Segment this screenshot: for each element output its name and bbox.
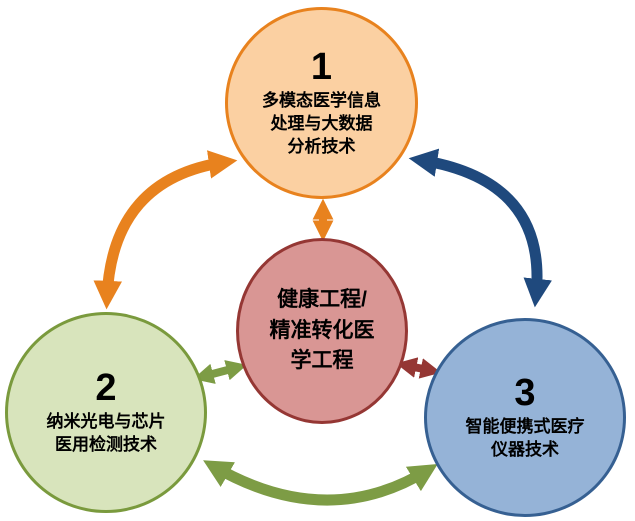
circle-center-label-line2: 精准转化医 (269, 318, 375, 342)
arrow-center-c3 (395, 357, 442, 379)
circle-center-label: 健康工程/ 精准转化医 学工程 (270, 285, 375, 376)
circle-2-label: 纳米光电与芯片 医用检测技术 (47, 411, 166, 457)
arrow-c2-c3 (203, 460, 438, 506)
circle-1-label-line2: 处理与大数据 (270, 114, 373, 134)
circle-2-label-line2: 医用检测技术 (55, 435, 157, 455)
circle-1-number: 1 (310, 45, 333, 88)
circle-center-label-line1: 健康工程/ (277, 288, 367, 312)
circle-2-number: 2 (95, 366, 117, 409)
circle-1-label-line3: 分析技术 (287, 137, 356, 157)
arrow-c1-c3 (408, 148, 552, 308)
circle-1-label: 多模态医学信息 处理与大数据 分析技术 (262, 90, 381, 159)
circle-2: 2 纳米光电与芯片 医用检测技术 (5, 312, 207, 513)
circle-3-label-line1: 智能便携式医疗 (465, 417, 585, 437)
circle-1: 1 多模态医学信息 处理与大数据 分析技术 (225, 7, 418, 199)
arrow-c2-center (192, 360, 248, 384)
circle-1-label-line1: 多模态医学信息 (262, 91, 381, 111)
circle-center-label-line3: 学工程 (290, 349, 354, 373)
circle-3: 3 智能便携式医疗 仪器技术 (424, 318, 626, 517)
circle-2-label-line1: 纳米光电与芯片 (46, 412, 166, 432)
circle-3-label-line2: 仪器技术 (491, 440, 559, 460)
circle-3-label: 智能便携式医疗 仪器技术 (466, 416, 585, 462)
circle-3-number: 3 (514, 371, 536, 414)
arrow-c1-c2 (93, 150, 238, 310)
circle-center: 健康工程/ 精准转化医 学工程 (236, 238, 408, 424)
